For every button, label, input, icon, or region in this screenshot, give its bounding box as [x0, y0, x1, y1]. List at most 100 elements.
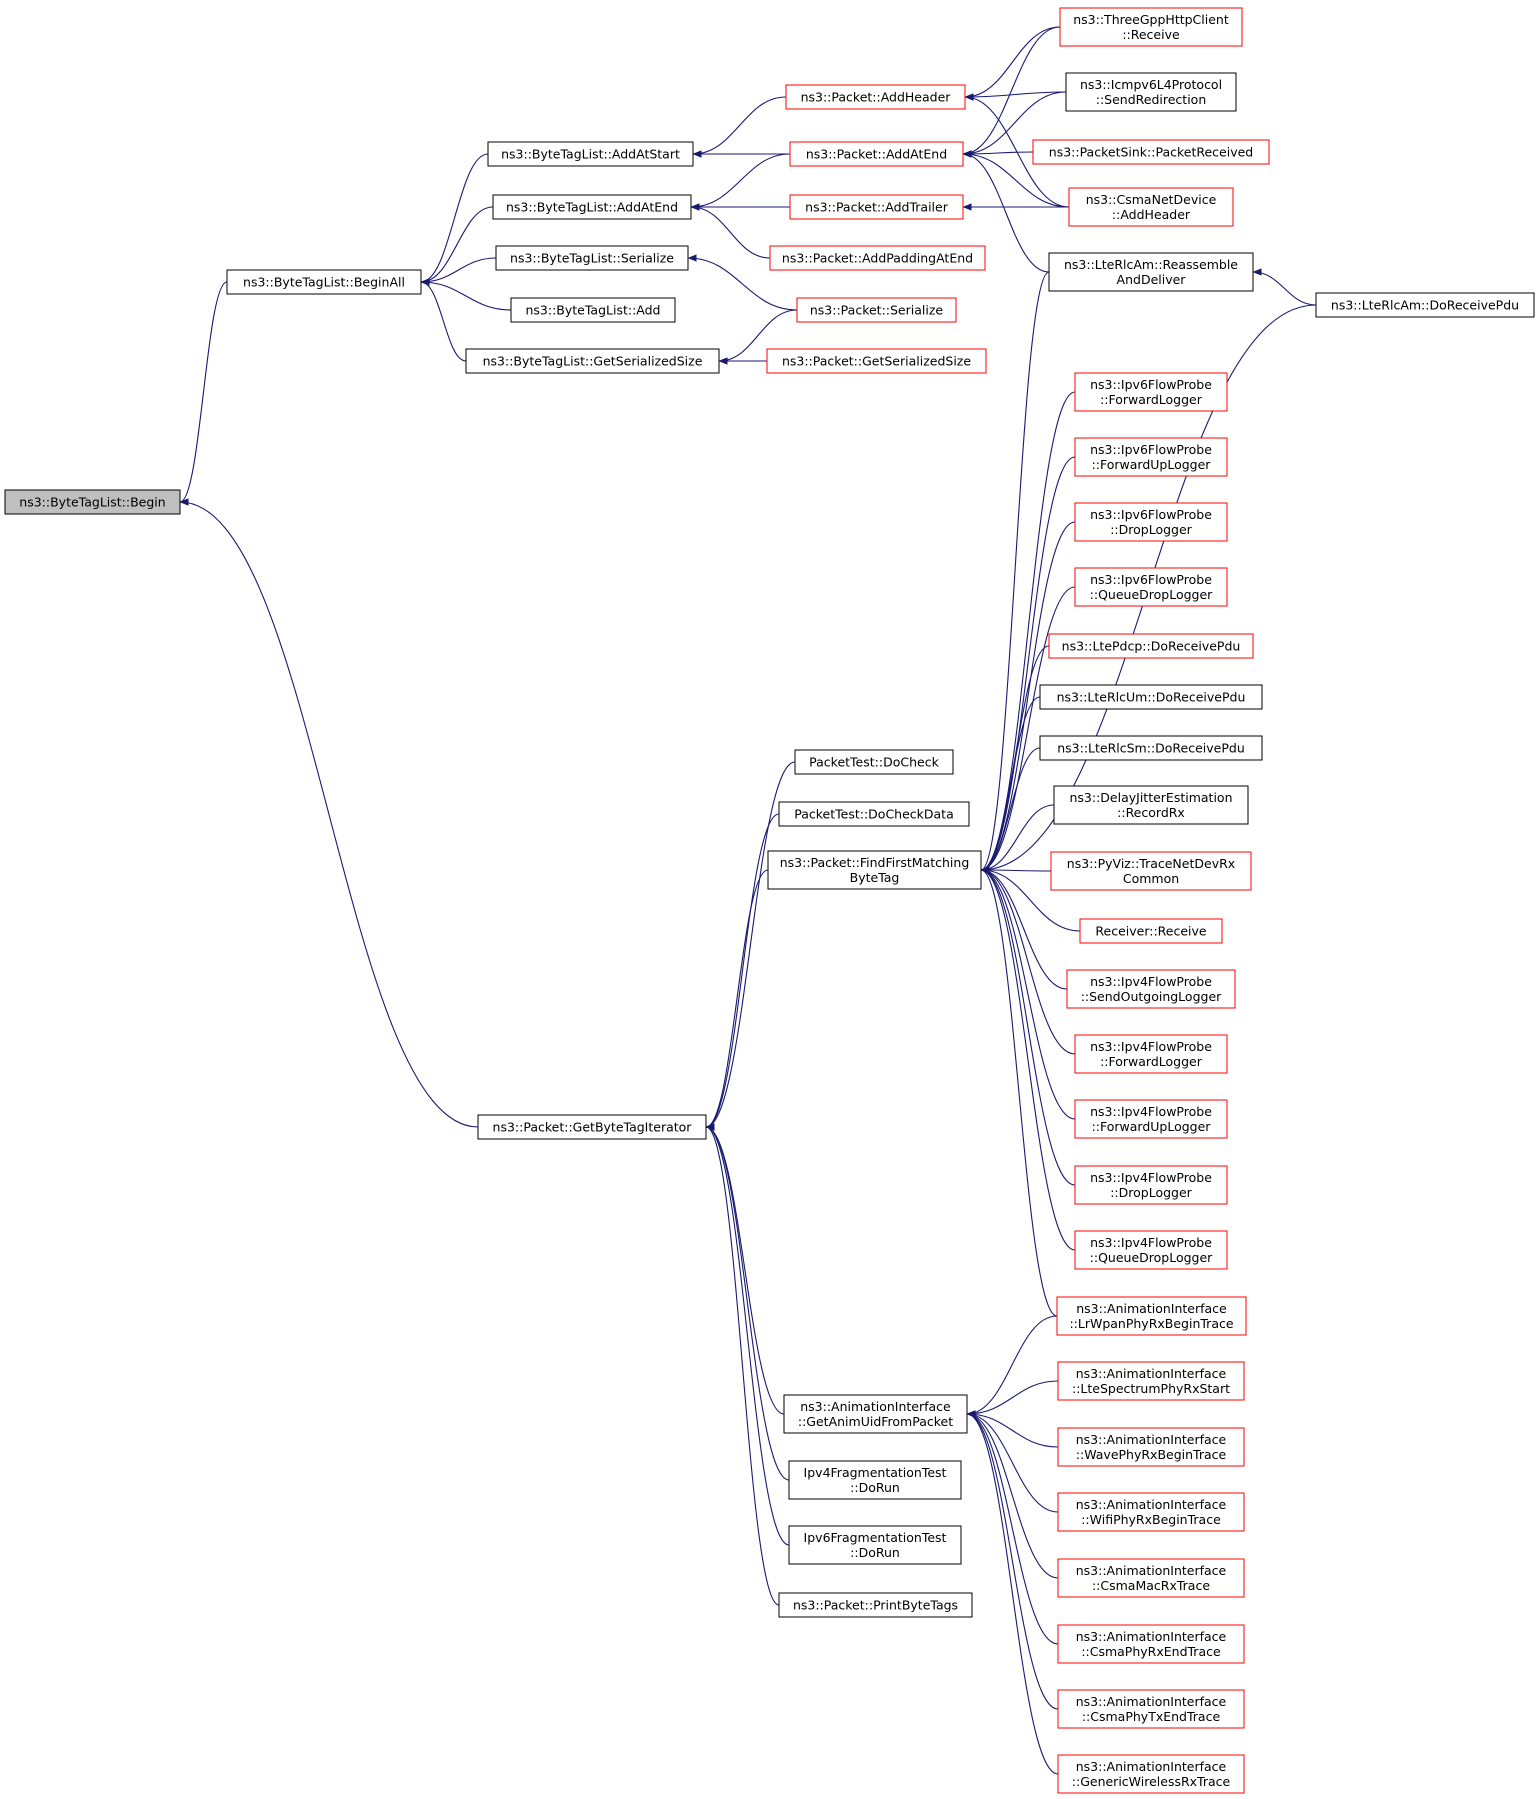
graph-node-animLteSpec[interactable]: ns3::AnimationInterface::LteSpectrumPhyR…	[1057, 1361, 1245, 1401]
edge-animWave-to-getAnimUid	[966, 1410, 1059, 1448]
node-label: ns3::AnimationInterface	[1076, 1694, 1227, 1709]
graph-node-packetTestDoCheck[interactable]: PacketTest::DoCheck	[794, 749, 954, 775]
edge-animCsmaPhyRxEnd-to-getAnimUid	[966, 1410, 1059, 1645]
graph-node-packetTestDoCheckData[interactable]: PacketTest::DoCheckData	[778, 801, 970, 827]
graph-node-lteRlcUm[interactable]: ns3::LteRlcUm::DoReceivePdu	[1039, 684, 1263, 710]
node-label: ::ForwardUpLogger	[1092, 1119, 1212, 1134]
graph-node-lteRlcAmDoRx[interactable]: ns3::LteRlcAm::DoReceivePdu	[1315, 292, 1535, 318]
graph-node-addAtEndP[interactable]: ns3::Packet::AddAtEnd	[789, 141, 964, 167]
graph-node-csmaAddHeader[interactable]: ns3::CsmaNetDevice::AddHeader	[1068, 187, 1234, 227]
graph-node-addPadding[interactable]: ns3::Packet::AddPaddingAtEnd	[769, 245, 986, 271]
graph-node-ipv4QDrop[interactable]: ns3::Ipv4FlowProbe::QueueDropLogger	[1074, 1230, 1228, 1270]
graph-node-ipv4FwdUp[interactable]: ns3::Ipv4FlowProbe::ForwardUpLogger	[1074, 1099, 1228, 1139]
edge-ipv4FwdUp-to-findFirst	[980, 866, 1076, 1120]
graph-node-animGenericWireless[interactable]: ns3::AnimationInterface::GenericWireless…	[1057, 1754, 1245, 1794]
graph-node-beginAll[interactable]: ns3::ByteTagList::BeginAll	[226, 269, 422, 295]
graph-node-getSerSizeP[interactable]: ns3::Packet::GetSerializedSize	[766, 348, 987, 374]
graph-node-serializeBTL[interactable]: ns3::ByteTagList::Serialize	[495, 245, 689, 271]
graph-node-ipv6FwdUp[interactable]: ns3::Ipv6FlowProbe::ForwardUpLogger	[1074, 437, 1228, 477]
node-label: ns3::AnimationInterface	[1076, 1432, 1227, 1447]
node-label: ns3::ByteTagList::Add	[525, 303, 660, 318]
edge-receiver-to-findFirst	[980, 866, 1081, 932]
graph-node-ipv6FragTest[interactable]: Ipv6FragmentationTest::DoRun	[788, 1525, 962, 1565]
edge-beginAll-to-begin	[179, 281, 228, 506]
node-label: ::SendOutgoingLogger	[1081, 989, 1222, 1004]
node-box	[487, 141, 694, 167]
node-label: ns3::Packet::AddTrailer	[805, 200, 949, 215]
graph-node-getSerSizeBTL[interactable]: ns3::ByteTagList::GetSerializedSize	[465, 348, 720, 374]
graph-node-ipv6Fwd[interactable]: ns3::Ipv6FlowProbe::ForwardLogger	[1074, 372, 1228, 412]
edge-findFirst-to-getByteTagIterator	[705, 869, 769, 1131]
node-label: ns3::ByteTagList::AddAtStart	[501, 147, 680, 162]
node-label: ns3::Packet::AddAtEnd	[806, 147, 947, 162]
graph-node-lteRlcSm[interactable]: ns3::LteRlcSm::DoReceivePdu	[1039, 735, 1263, 761]
node-label: PacketTest::DoCheckData	[794, 807, 954, 822]
graph-node-printByteTags[interactable]: ns3::Packet::PrintByteTags	[778, 1592, 973, 1618]
node-box	[1315, 292, 1535, 318]
node-label: ns3::ByteTagList::AddAtEnd	[506, 200, 678, 215]
node-box	[1074, 1034, 1228, 1074]
node-box	[778, 1592, 973, 1618]
graph-node-icmpv6[interactable]: ns3::Icmpv6L4Protocol::SendRedirection	[1065, 72, 1237, 112]
graph-node-getByteTagIterator[interactable]: ns3::Packet::GetByteTagIterator	[477, 1114, 707, 1140]
node-label: ns3::Packet::FindFirstMatching	[780, 855, 970, 870]
graph-node-animWave[interactable]: ns3::AnimationInterface::WavePhyRxBeginT…	[1057, 1427, 1245, 1467]
graph-node-animCsmaPhyRxEnd[interactable]: ns3::AnimationInterface::CsmaPhyRxEndTra…	[1057, 1624, 1245, 1664]
node-box	[1065, 72, 1237, 112]
graph-node-addAtStart[interactable]: ns3::ByteTagList::AddAtStart	[487, 141, 694, 167]
edges-layer	[179, 26, 1317, 1775]
graph-node-begin[interactable]: ns3::ByteTagList::Begin	[4, 489, 181, 515]
node-label: ::QueueDropLogger	[1090, 587, 1214, 602]
graph-node-addHeader[interactable]: ns3::Packet::AddHeader	[785, 84, 966, 110]
node-box	[785, 84, 966, 110]
graph-node-ltePdcp[interactable]: ns3::LtePdcp::DoReceivePdu	[1048, 633, 1254, 659]
graph-node-ipv4SendOut[interactable]: ns3::Ipv4FlowProbe::SendOutgoingLogger	[1066, 969, 1236, 1009]
node-label: ns3::CsmaNetDevice	[1086, 192, 1217, 207]
node-label: ns3::Packet::AddHeader	[801, 90, 952, 105]
node-label: Ipv6FragmentationTest	[804, 1530, 947, 1545]
node-label: ns3::AnimationInterface	[1076, 1366, 1227, 1381]
node-box	[1074, 1165, 1228, 1205]
edge-serializeP-to-serializeBTL	[687, 254, 798, 311]
edge-addAtEndBTL-to-beginAll	[420, 206, 494, 286]
graph-node-ipv4FragTest[interactable]: Ipv4FragmentationTest::DoRun	[788, 1460, 962, 1500]
graph-node-getAnimUid[interactable]: ns3::AnimationInterface::GetAnimUidFromP…	[783, 1394, 968, 1434]
edge-lteRlcAmReasm-to-findFirst	[980, 271, 1050, 874]
edge-animCsmaPhyTxEnd-to-getAnimUid	[966, 1410, 1059, 1710]
node-box	[1074, 372, 1228, 412]
graph-node-animCsmaPhyTxEnd[interactable]: ns3::AnimationInterface::CsmaPhyTxEndTra…	[1057, 1689, 1245, 1729]
node-box	[1057, 1427, 1245, 1467]
graph-node-ipv6QDrop[interactable]: ns3::Ipv6FlowProbe::QueueDropLogger	[1074, 567, 1228, 607]
graph-node-addTrailer[interactable]: ns3::Packet::AddTrailer	[789, 194, 964, 220]
node-label: ns3::Icmpv6L4Protocol	[1080, 77, 1222, 92]
node-label: ns3::LtePdcp::DoReceivePdu	[1062, 639, 1241, 654]
node-label: ::DoRun	[850, 1545, 900, 1560]
graph-node-serializeP[interactable]: ns3::Packet::Serialize	[796, 297, 957, 323]
graph-node-ipv4Drop[interactable]: ns3::Ipv4FlowProbe::DropLogger	[1074, 1165, 1228, 1205]
graph-node-animLrWpan[interactable]: ns3::AnimationInterface::LrWpanPhyRxBegi…	[1056, 1296, 1247, 1336]
node-box	[1059, 7, 1243, 47]
graph-node-addAtEndBTL[interactable]: ns3::ByteTagList::AddAtEnd	[492, 194, 692, 220]
node-label: ::ForwardUpLogger	[1092, 457, 1212, 472]
node-label: ns3::PacketSink::PacketReceived	[1049, 145, 1253, 160]
node-label: ::GenericWirelessRxTrace	[1072, 1774, 1231, 1789]
graph-node-threeGpp[interactable]: ns3::ThreeGppHttpClient::Receive	[1059, 7, 1243, 47]
graph-node-packetSink[interactable]: ns3::PacketSink::PacketReceived	[1032, 139, 1270, 165]
edge-ipv6FragTest-to-getByteTagIterator	[705, 1123, 790, 1546]
edge-ipv4SendOut-to-findFirst	[980, 866, 1068, 990]
graph-node-animWifi[interactable]: ns3::AnimationInterface::WifiPhyRxBeginT…	[1057, 1492, 1245, 1532]
node-box	[789, 141, 964, 167]
node-label: ns3::Ipv6FlowProbe	[1090, 507, 1212, 522]
graph-node-ipv4Fwd[interactable]: ns3::Ipv4FlowProbe::ForwardLogger	[1074, 1034, 1228, 1074]
graph-node-receiver[interactable]: Receiver::Receive	[1079, 918, 1223, 944]
graph-node-addBTL[interactable]: ns3::ByteTagList::Add	[510, 297, 676, 323]
node-label: ::DoRun	[850, 1480, 900, 1495]
edge-lteRlcAmDoRx-to-lteRlcAmReasm	[1252, 268, 1317, 306]
graph-node-ipv6Drop[interactable]: ns3::Ipv6FlowProbe::DropLogger	[1074, 502, 1228, 542]
graph-node-animCsmaMac[interactable]: ns3::AnimationInterface::CsmaMacRxTrace	[1057, 1558, 1245, 1598]
node-box	[1074, 1230, 1228, 1270]
graph-node-delayJitter[interactable]: ns3::DelayJitterEstimation::RecordRx	[1053, 785, 1249, 825]
